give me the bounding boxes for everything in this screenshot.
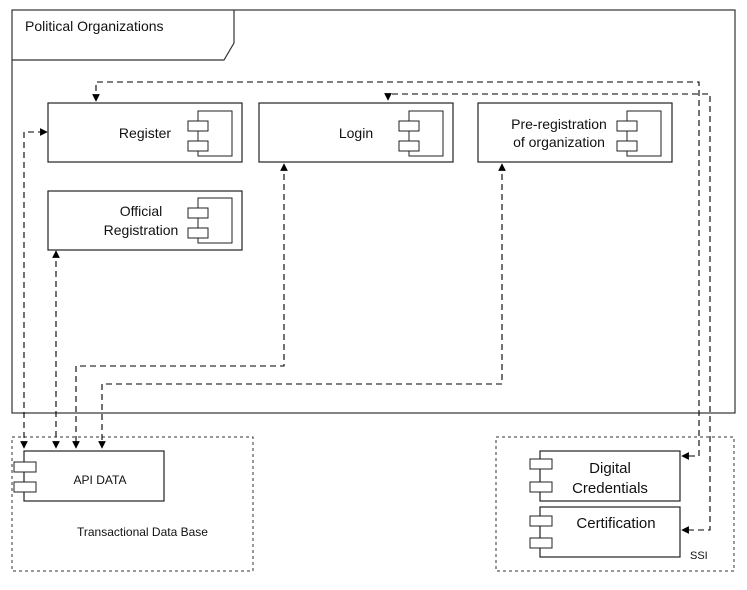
connector-register-digital-credentials bbox=[92, 81, 700, 460]
component-icon bbox=[187, 207, 209, 219]
official-registration-label-line1: Official bbox=[120, 203, 163, 219]
component-icon bbox=[398, 120, 420, 132]
ssi-label: SSI bbox=[690, 550, 708, 562]
component-api-data[interactable]: API DATA bbox=[13, 450, 165, 502]
connector-pre-registration-api bbox=[98, 163, 506, 449]
login-label: Login bbox=[339, 125, 373, 141]
component-icon bbox=[187, 120, 209, 132]
container-ssi: SSI bbox=[495, 436, 735, 572]
connector-api-register bbox=[20, 128, 48, 449]
component-digital-credentials[interactable]: Digital Credentials bbox=[529, 450, 681, 502]
package-title: Political Organizations bbox=[25, 18, 164, 34]
component-certification[interactable]: Certification bbox=[529, 506, 681, 558]
component-icon bbox=[529, 515, 553, 527]
component-pre-registration[interactable]: Pre-registration of organization bbox=[477, 102, 673, 163]
component-official-registration[interactable]: Official Registration bbox=[47, 190, 243, 251]
connector-login-certification bbox=[384, 93, 711, 534]
official-registration-label-line2: Registration bbox=[104, 222, 179, 238]
api-data-label: API DATA bbox=[74, 473, 127, 487]
transactional-database-label: Transactional Data Base bbox=[77, 525, 208, 539]
component-register[interactable]: Register bbox=[47, 102, 243, 163]
component-login[interactable]: Login bbox=[258, 102, 454, 163]
connectors bbox=[20, 81, 711, 534]
component-icon bbox=[616, 120, 638, 132]
digital-credentials-label-line1: Digital bbox=[589, 460, 631, 477]
pre-registration-label-line2: of organization bbox=[513, 134, 605, 150]
pre-registration-label-line1: Pre-registration bbox=[511, 116, 607, 132]
register-label: Register bbox=[119, 125, 171, 141]
certification-label: Certification bbox=[576, 515, 655, 532]
digital-credentials-label-line2: Credentials bbox=[572, 480, 648, 497]
component-icon bbox=[13, 461, 37, 473]
component-icon bbox=[529, 458, 553, 470]
